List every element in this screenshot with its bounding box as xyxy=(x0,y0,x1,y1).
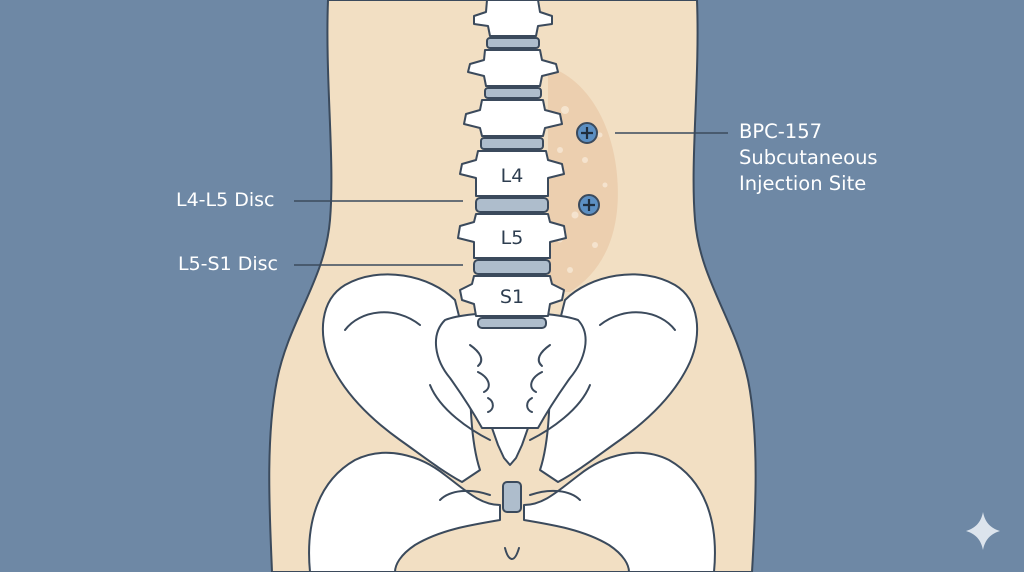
disc-sacral xyxy=(477,317,547,329)
vertebra-top xyxy=(473,0,553,37)
disc-1 xyxy=(486,37,540,49)
coccyx xyxy=(491,427,529,466)
disc-3 xyxy=(480,137,544,150)
vertebra-l5 xyxy=(457,213,567,259)
plus-circle-icon xyxy=(578,194,600,216)
vertebra-l4 xyxy=(459,150,565,197)
disc-2 xyxy=(484,87,542,99)
left-ischium xyxy=(308,451,501,572)
l4-l5-disc-label: L4-L5 Disc xyxy=(176,189,275,211)
disc-l4-l5 xyxy=(475,197,549,213)
disc-l5-s1 xyxy=(473,259,551,275)
vertebra-l4-label: L4 xyxy=(501,165,524,187)
vertebra-s1-label: S1 xyxy=(500,286,524,308)
injection-site-label-line-1: BPC-157 xyxy=(739,120,823,143)
injection-site-label-line-2: Subcutaneous xyxy=(739,146,878,169)
lumbar-spine xyxy=(457,0,567,329)
sparkle-icon xyxy=(966,512,1000,550)
vertebra-l5-label: L5 xyxy=(501,227,524,249)
right-ischium xyxy=(523,451,716,572)
vertebra-s1 xyxy=(459,275,565,317)
vertebra-2 xyxy=(467,49,559,87)
pelvis xyxy=(308,273,716,572)
injection-site-label: BPC-157 Subcutaneous Injection Site xyxy=(739,119,878,197)
vertebra-3 xyxy=(463,99,563,137)
pubic-symphysis xyxy=(502,481,522,513)
l5-s1-disc-label: L5-S1 Disc xyxy=(178,253,278,275)
pelvis-details xyxy=(344,311,676,560)
plus-circle-icon xyxy=(576,122,598,144)
injection-area-speckles xyxy=(557,106,608,273)
injection-site-label-line-3: Injection Site xyxy=(739,172,867,195)
